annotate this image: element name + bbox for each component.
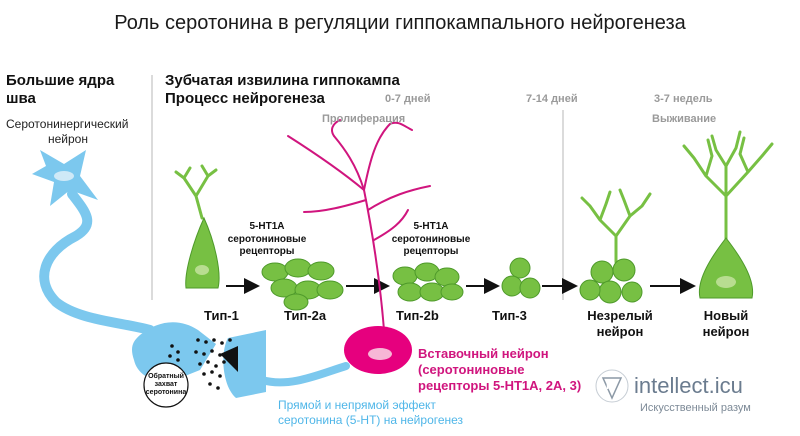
presynaptic-terminal [132,322,216,382]
watermark-tagline: Искусственный разум [640,402,751,414]
new-line1: Новый [703,308,749,323]
serotonergic-neuron [32,150,155,335]
effect-label-line2: серотонина (5-HT) на нейрогенез [278,413,464,427]
diagram-title: Роль серотонина в регуляции гиппокампаль… [114,12,686,34]
receptors-2b-line2: серотониновые [391,233,471,245]
cell-immature-neuron [579,188,652,304]
cell-new-neuron [682,130,774,299]
reuptake-label: Обратный захват серотонина [142,373,190,397]
serotonin-dots [194,338,232,390]
watermark-brand: intellect.icu [634,373,743,398]
reuptake-line3: серотонина [145,389,187,397]
receptors-label-2b: 5-HT1A серотониновые рецепторы [378,221,484,259]
label-new-neuron: Новый нейрон [690,308,762,339]
watermark-logo [595,369,629,403]
timeline-7-14-days: 7-14 дней [526,93,578,105]
reuptake-line2: захват [154,381,178,389]
interneuron-label-line3: рецепторы 5-HT1A, 2A, 3) [418,378,582,393]
gyrus-heading-line2: Процесс нейрогенеза [165,90,325,107]
receptors-2a-line2: серотониновые [227,233,307,245]
new-line2: нейрон [702,323,750,339]
interneuron-dendrites [287,119,431,331]
interneuron-label-line2: (серотониновые [418,362,525,377]
immature-line2: нейрон [596,323,644,339]
phase-proliferation: Пролиферация [322,113,406,125]
phase-survival: Выживание [652,113,717,125]
postsynaptic-terminal [220,330,350,398]
label-type1: Тип-1 [204,308,239,323]
serotonergic-neuron-label-line2: нейрон [48,132,88,146]
gyrus-heading-line1: Зубчатая извилина гиппокампа [165,72,400,89]
immature-line1: Незрелый [587,308,653,323]
receptors-2b-line1: 5-HT1A [413,221,449,232]
receptors-2a-line1: 5-HT1A [249,221,285,232]
label-type3: Тип-3 [492,308,527,323]
label-type2b: Тип-2b [396,308,439,323]
cell-type2b [392,262,464,302]
serotonergic-neuron-label-line1: Серотонинергический [6,117,129,131]
raphe-heading-line1: Большие ядра [6,72,115,89]
cell-type3 [501,257,541,299]
timeline-0-7-days: 0-7 дней [385,93,431,105]
label-immature-neuron: Незрелый нейрон [578,308,662,339]
cell-type1 [174,164,220,289]
label-type2a: Тип-2а [284,308,327,323]
cell-type2a [261,258,344,311]
receptors-2a-line3: рецепторы [239,246,295,257]
reuptake-line1: Обратный [148,373,184,380]
timeline-3-7-weeks: 3-7 недель [654,93,713,105]
receptors-2b-line3: рецепторы [403,246,459,257]
raphe-heading-line2: шва [6,90,36,107]
effect-label-line1: Прямой и непрямой эффект [278,398,436,412]
receptors-label-2a: 5-HT1A серотониновые рецепторы [214,221,320,259]
interneuron-label-line1: Вставочный нейрон [418,346,549,361]
watermark-logo-letter: i [606,380,610,392]
interneuron-soma [344,326,412,374]
reuptake-circle [143,362,189,408]
